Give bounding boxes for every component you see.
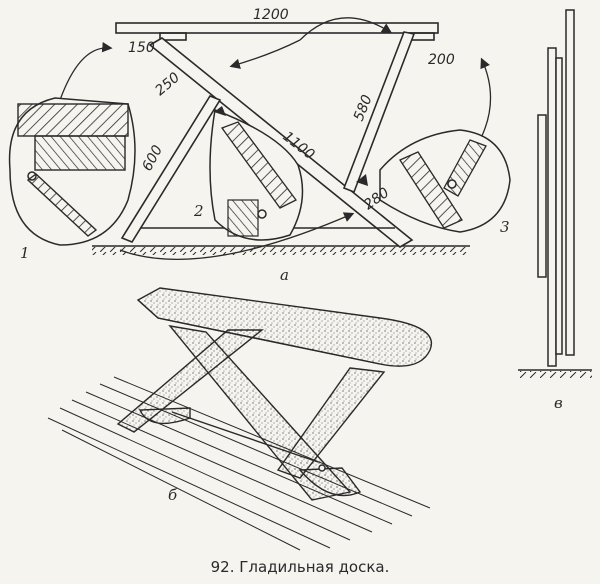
leg-x-right <box>276 367 386 479</box>
detail-1-leg <box>26 173 98 237</box>
detail-2-block <box>227 199 259 237</box>
dim-200: 200 <box>428 52 455 68</box>
label-detail-2: 2 <box>193 202 204 220</box>
rod-bolt <box>318 464 326 472</box>
view-a-elevation <box>92 22 470 255</box>
long-leg <box>148 37 414 248</box>
folded-board <box>565 9 575 356</box>
dim-600: 600 <box>139 143 166 174</box>
detail-3-pointer <box>356 174 368 186</box>
label-view-a: а <box>280 266 289 284</box>
arrow-detail1 <box>59 42 113 101</box>
board-top <box>115 22 439 34</box>
folded-leg-3 <box>537 114 547 278</box>
ground-hatch <box>92 247 470 255</box>
detail-3 <box>356 129 511 233</box>
left-leg <box>120 95 222 243</box>
detail-2-beam <box>220 121 297 209</box>
right-leg <box>342 31 416 194</box>
ironing-board <box>136 287 433 367</box>
folded-leg-1 <box>547 47 557 367</box>
detail-1 <box>8 97 136 246</box>
detail-3-pivot <box>447 179 457 189</box>
view-b-perspective <box>47 287 433 551</box>
arrow-top <box>299 17 393 41</box>
detail-1-board <box>17 103 129 137</box>
arrow-right <box>479 57 492 141</box>
dim-1200: 1200 <box>253 7 289 23</box>
label-view-b: б <box>168 486 178 504</box>
label-detail-3: 3 <box>500 218 510 236</box>
detail-1-cleat <box>34 135 126 171</box>
detail-3-beam <box>399 151 463 229</box>
board-cleat-left <box>159 32 187 41</box>
label-detail-1: 1 <box>20 244 30 262</box>
dim-250: 250 <box>152 70 183 99</box>
folded-ground-hatch <box>518 371 592 378</box>
view-v-folded <box>518 9 592 378</box>
label-view-v: в <box>554 394 563 412</box>
foot-right <box>298 467 362 497</box>
bottom-rod <box>171 411 319 463</box>
board-edge <box>137 299 381 365</box>
arrow-bottom <box>119 212 355 261</box>
detail-2-pivot <box>257 209 267 219</box>
arrows <box>59 17 492 261</box>
detail-2 <box>209 106 304 241</box>
figure-caption: 92. Гладильная доска. <box>210 558 390 576</box>
dim-150: 150 <box>128 40 155 56</box>
arrow-top-left <box>229 39 301 69</box>
folded-leg-2 <box>555 57 563 355</box>
detail-2-pointer <box>214 106 226 116</box>
